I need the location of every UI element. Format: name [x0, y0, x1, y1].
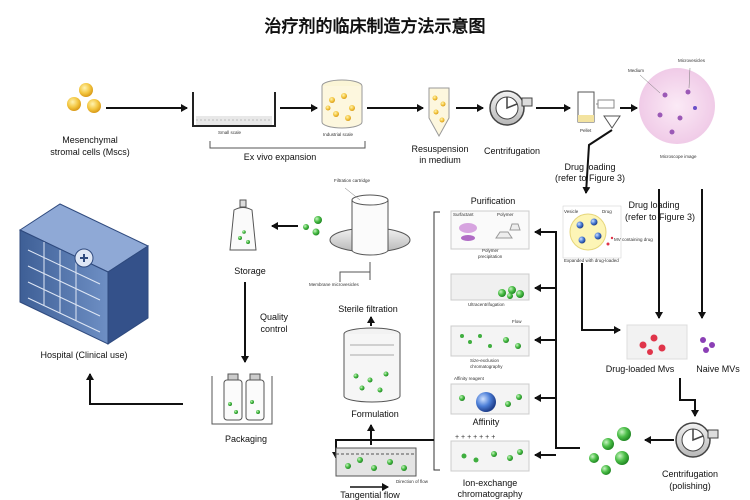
- drug-loading-2-line1: Drug loading: [628, 200, 679, 210]
- drug-label: Drug: [602, 209, 612, 214]
- centrifugation-polishing-line1: Centrifugation: [662, 469, 718, 479]
- affinity-reagent-label: Affinity reagent: [454, 376, 485, 381]
- flow-label: Flow: [512, 319, 522, 324]
- industrial-scale-label: Industrial scale: [323, 132, 354, 137]
- purification-spine-arrows: [534, 284, 556, 459]
- green-vesicles-icon: [589, 427, 631, 475]
- purification-label: Purification: [471, 196, 516, 206]
- naive-mvs-label: Naive MVs: [696, 364, 740, 374]
- page-title: 治疗剂的临床制造方法示意图: [265, 16, 486, 36]
- resuspension-tube-icon: [428, 87, 450, 138]
- polymer-precipitation-line2: precipitation: [478, 254, 503, 259]
- arrow-detail-to-drug-loaded: [581, 263, 621, 334]
- packaging-label: Packaging: [225, 434, 267, 444]
- small-scale-tray-icon: [192, 92, 276, 127]
- mscs-label-line1: Mesenchymal: [62, 135, 118, 145]
- arrow-packaging-to-hospital: [86, 373, 183, 405]
- quality-control-line2: control: [260, 324, 287, 334]
- polymer-precipitation-line1: Polymer: [482, 248, 499, 253]
- pellet-label: Pellet: [580, 128, 592, 133]
- resuspension-label-line2: in medium: [419, 155, 461, 165]
- packaging-vials-icon: [211, 373, 273, 425]
- filtered-vesicles-icon: [303, 216, 322, 236]
- size-exclusion-line1: Size-exclusion: [470, 358, 500, 363]
- small-scale-label: Small scale: [218, 130, 242, 135]
- arrow-to-drug-loading-1: [582, 129, 613, 194]
- drug-loading-detail-icon: [562, 205, 622, 259]
- centrifuge-polishing-icon: [675, 422, 719, 458]
- centrifugation-label: Centrifugation: [484, 146, 540, 156]
- polymer-label: Polymer: [497, 212, 514, 217]
- size-exclusion-box: [450, 325, 530, 357]
- medium-label: Medium: [628, 68, 644, 73]
- hospital-label: Hospital (Clinical use): [40, 350, 127, 360]
- ion-exchange-line1: Ion-exchange: [463, 478, 518, 488]
- ex-vivo-bracket: [209, 141, 366, 149]
- ex-vivo-label: Ex vivo expansion: [244, 152, 317, 162]
- mscs-cells-icon: [67, 83, 101, 113]
- vesicle-label: Vesicle: [564, 209, 579, 214]
- industrial-scale-bioreactor-icon: [321, 79, 363, 129]
- centrifuge-icon: [489, 90, 533, 126]
- purification-bracket: [433, 211, 440, 471]
- svg-text:+ + + + + + +: + + + + + + +: [455, 434, 495, 441]
- arrow-to-polishing: [679, 378, 699, 417]
- storage-label: Storage: [234, 266, 266, 276]
- affinity-box: [450, 383, 530, 415]
- ion-exchange-line2: chromatography: [457, 489, 523, 499]
- hospital-building-icon: [18, 203, 150, 345]
- quality-control-line1: Quality: [260, 312, 289, 322]
- drug-loading-1-line2: (refer to Figure 3): [555, 173, 625, 183]
- polymer-precipitation-box: [450, 210, 530, 250]
- sterile-filtration-label: Sterile filtration: [338, 304, 398, 314]
- tangential-flow-icon: [335, 447, 417, 477]
- mscs-label-line2: stromal cells (Mscs): [50, 147, 130, 157]
- ultracentrifugation-box: [450, 273, 530, 301]
- tangential-flow-label: Tangential flow: [340, 490, 400, 500]
- storage-bag-icon: [229, 199, 257, 251]
- microvesicles-label: Microvesicles: [678, 58, 706, 63]
- expanded-drug-loaded-label: Expanded with drug-loaded: [564, 258, 619, 263]
- ion-exchange-box: + + + + + + +: [450, 434, 530, 472]
- membrane-microvesicles-label: Membrane microvesicles: [309, 282, 360, 287]
- drug-loaded-mvs-label: Drug-loaded Mvs: [606, 364, 675, 374]
- mv-containing-drug-label: MV containing drug: [614, 237, 653, 242]
- direction-of-flow-label: Direction of flow: [396, 479, 429, 484]
- resuspension-label-line1: Resuspension: [411, 144, 468, 154]
- pellet-tube-icon: [577, 91, 621, 129]
- ultracentrifugation-label: Ultracentrifugation: [468, 302, 505, 307]
- affinity-label: Affinity: [473, 417, 500, 427]
- mvs-panel: [626, 324, 715, 360]
- microscope-image-icon: [639, 67, 715, 144]
- microscope-image-label: Microscope image: [660, 154, 697, 159]
- size-exclusion-line2: chromatography: [470, 364, 503, 369]
- formulation-beaker-icon: [343, 327, 401, 403]
- sterile-filter-icon: [329, 187, 411, 282]
- drug-loading-1-line1: Drug loading: [564, 162, 615, 172]
- filtration-cartridge-label: Filtration cartridge: [334, 178, 371, 183]
- centrifugation-polishing-line2: (polishing): [669, 481, 711, 491]
- formulation-label: Formulation: [351, 409, 399, 419]
- surfactant-label: Surfactant: [453, 212, 474, 217]
